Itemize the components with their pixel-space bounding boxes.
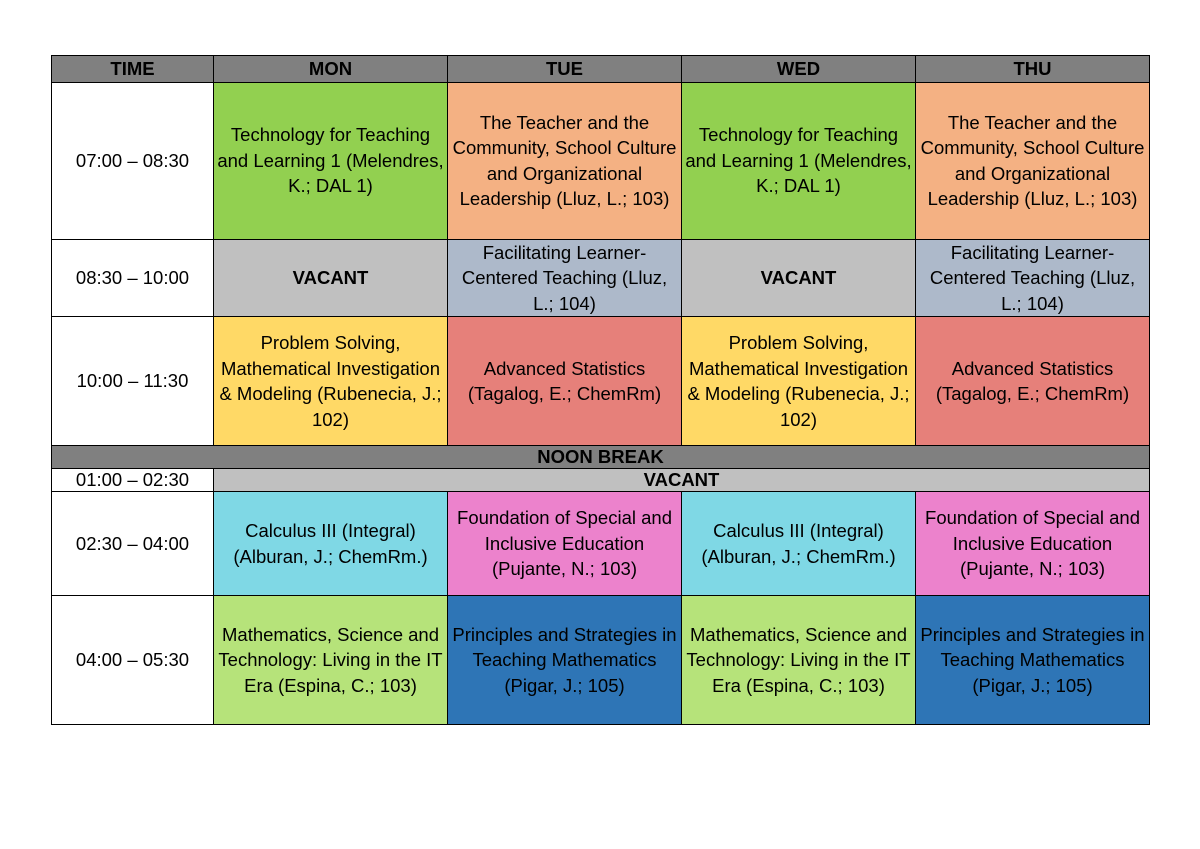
class-cell-thu: Facilitating Learner-Centered Teaching (… (915, 238, 1150, 317)
class-cell-tue: Advanced Statistics (Tagalog, E.; ChemRm… (447, 316, 682, 446)
noon-break-label: NOON BREAK (51, 445, 1150, 469)
table-row: 04:00 – 05:30 Mathematics, Science and T… (51, 595, 1150, 725)
class-cell-wed: Calculus III (Integral) (Alburan, J.; Ch… (681, 491, 916, 596)
vacant-span-cell: VACANT (213, 468, 1150, 492)
class-cell-tue: Foundation of Special and Inclusive Educ… (447, 491, 682, 596)
class-cell-wed: Technology for Teaching and Learning 1 (… (681, 81, 916, 240)
class-cell-mon: Problem Solving, Mathematical Investigat… (213, 316, 448, 446)
vacant-cell-mon: VACANT (213, 238, 448, 317)
header-tue: TUE (447, 55, 682, 83)
class-cell-mon: Calculus III (Integral) (Alburan, J.; Ch… (213, 491, 448, 596)
table-row: 08:30 – 10:00 VACANT Facilitating Learne… (51, 238, 1150, 317)
time-slot: 07:00 – 08:30 (51, 81, 214, 240)
class-cell-wed: Problem Solving, Mathematical Investigat… (681, 316, 916, 446)
header-thu: THU (915, 55, 1150, 83)
class-schedule-table: TIME MON TUE WED THU 07:00 – 08:30 Techn… (51, 55, 1150, 725)
class-cell-mon: Mathematics, Science and Technology: Liv… (213, 595, 448, 725)
vacant-cell-wed: VACANT (681, 238, 916, 317)
class-cell-thu: Foundation of Special and Inclusive Educ… (915, 491, 1150, 596)
table-row: 02:30 – 04:00 Calculus III (Integral) (A… (51, 491, 1150, 596)
header-row: TIME MON TUE WED THU (51, 55, 1150, 83)
time-slot: 02:30 – 04:00 (51, 491, 214, 596)
table-row: 01:00 – 02:30 VACANT (51, 468, 1150, 492)
class-cell-tue: The Teacher and the Community, School Cu… (447, 81, 682, 240)
noon-break-row: NOON BREAK (51, 445, 1150, 469)
table-row: 07:00 – 08:30 Technology for Teaching an… (51, 81, 1150, 240)
class-cell-thu: Advanced Statistics (Tagalog, E.; ChemRm… (915, 316, 1150, 446)
class-cell-tue: Facilitating Learner-Centered Teaching (… (447, 238, 682, 317)
time-slot: 10:00 – 11:30 (51, 316, 214, 446)
header-time: TIME (51, 55, 214, 83)
class-cell-thu: Principles and Strategies in Teaching Ma… (915, 595, 1150, 725)
time-slot: 04:00 – 05:30 (51, 595, 214, 725)
time-slot: 08:30 – 10:00 (51, 238, 214, 317)
class-cell-thu: The Teacher and the Community, School Cu… (915, 81, 1150, 240)
class-cell-wed: Mathematics, Science and Technology: Liv… (681, 595, 916, 725)
header-mon: MON (213, 55, 448, 83)
class-cell-mon: Technology for Teaching and Learning 1 (… (213, 81, 448, 240)
class-cell-tue: Principles and Strategies in Teaching Ma… (447, 595, 682, 725)
header-wed: WED (681, 55, 916, 83)
table-row: 10:00 – 11:30 Problem Solving, Mathemati… (51, 316, 1150, 446)
time-slot: 01:00 – 02:30 (51, 468, 214, 492)
